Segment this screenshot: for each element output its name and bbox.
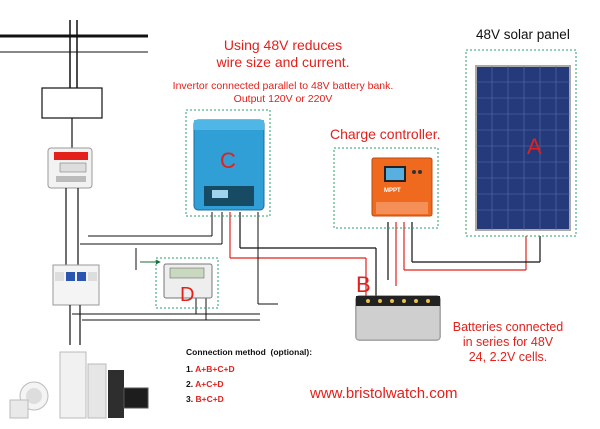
connection-option-1-text: A+B+C+D <box>195 364 235 374</box>
batteries-note-line-1: Batteries connected <box>452 320 564 334</box>
controller-dashed-box <box>333 147 439 229</box>
inverter-dashed-box <box>185 109 271 217</box>
charge-controller <box>371 157 433 217</box>
mppt-label: MPPT <box>384 188 401 194</box>
batteries-note-line-3: 24, 2.2V cells. <box>468 350 548 364</box>
connection-option-3-num: 3. <box>186 394 194 404</box>
inverter-note: Invertor connected parallel to 48V batte… <box>158 80 408 106</box>
label-d: D <box>180 284 195 306</box>
headline-note: Using 48V reduces wire size and current. <box>208 37 358 71</box>
batteries-note-line-2: in series for 48V <box>462 335 554 349</box>
inverter-note-line-1: Invertor connected parallel to 48V batte… <box>172 80 394 92</box>
battery-bank <box>355 295 441 341</box>
charge-controller-label: Charge controller. <box>330 126 441 142</box>
connection-option-1-num: 1. <box>186 364 194 374</box>
connection-option-1: 1. A+B+C+D <box>186 363 312 376</box>
energy-meter <box>47 147 93 189</box>
website-link[interactable]: www.bristolwatch.com <box>310 385 458 402</box>
home-appliances <box>9 351 149 419</box>
label-c: C <box>220 148 236 173</box>
connection-option-2: 2. A+C+D <box>186 378 312 391</box>
headline-line-1: Using 48V reduces <box>223 37 343 53</box>
connection-option-2-text: A+C+D <box>195 379 224 389</box>
batteries-note: Batteries connected in series for 48V 24… <box>446 320 570 365</box>
label-b: B <box>356 272 371 297</box>
label-a: A <box>527 134 542 159</box>
solar-panel <box>475 65 571 231</box>
inverter <box>193 119 265 211</box>
headline-line-2: wire size and current. <box>216 54 350 70</box>
connection-method: Connection method (optional): 1. A+B+C+D… <box>186 346 312 406</box>
inverter-note-line-2: Output 120V or 220V <box>233 93 333 105</box>
connection-option-2-num: 2. <box>186 379 194 389</box>
utility-meter-box <box>41 87 103 119</box>
solar-panel-label: 48V solar panel <box>476 27 570 42</box>
connection-option-3-text: B+C+D <box>195 394 224 404</box>
power-meter <box>163 263 213 299</box>
connection-option-3: 3. B+C+D <box>186 393 312 406</box>
circuit-breakers <box>52 264 100 306</box>
connection-heading: Connection method (optional): <box>186 347 313 357</box>
utility-pole <box>0 20 148 90</box>
